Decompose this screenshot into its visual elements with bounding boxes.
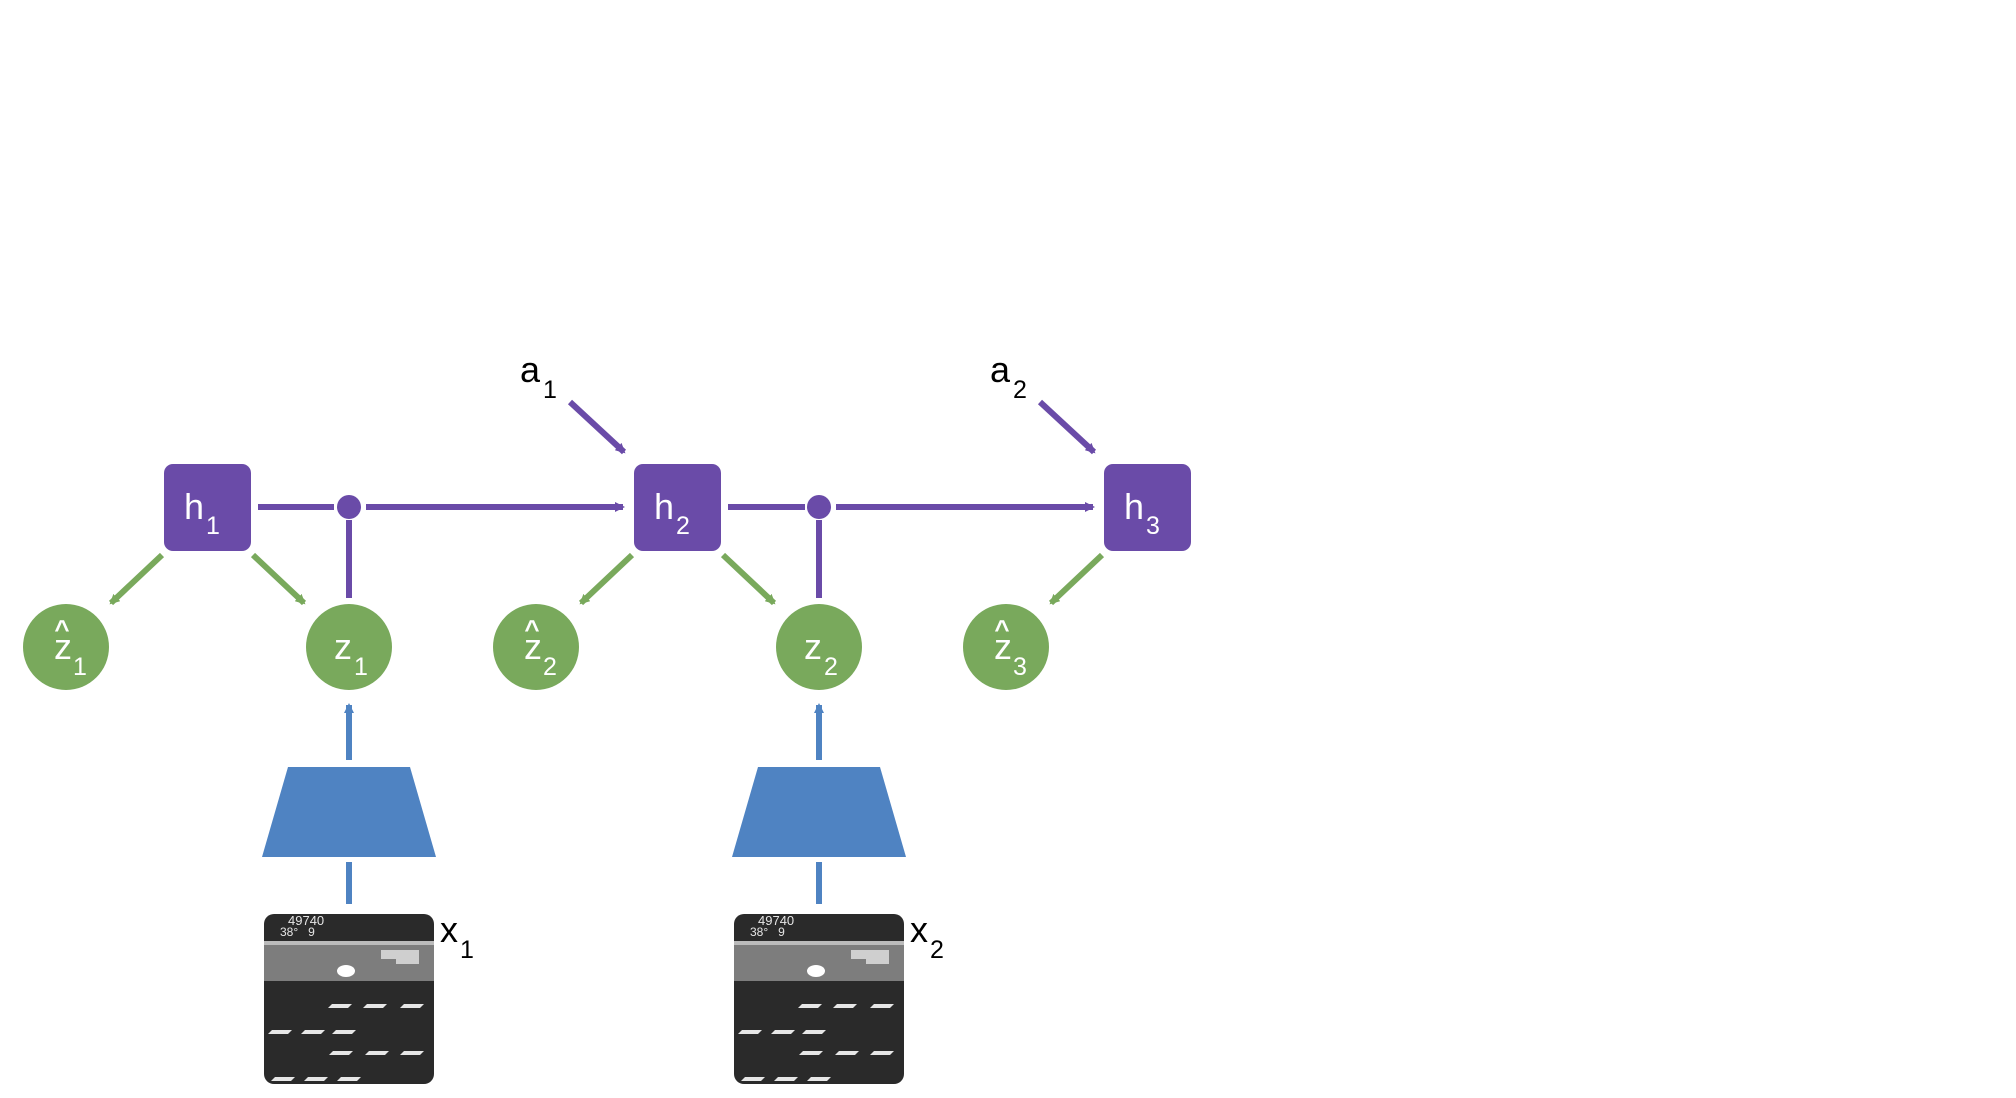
zhat1-label: z	[54, 626, 72, 667]
a1-to-h2-arrow	[567, 399, 627, 455]
h3-to-zhat3-arrow	[1048, 552, 1105, 606]
x1-polar-bear-icon	[337, 965, 355, 977]
a2-subscript: 2	[1013, 376, 1027, 404]
h2-label: h	[654, 486, 674, 527]
recurrent-connections	[258, 399, 1097, 598]
encoder-1	[262, 767, 436, 857]
x1-score: 49740	[288, 913, 324, 928]
x1-subscript: 1	[460, 936, 474, 964]
prediction-node-zhat2: ^ z 2	[493, 604, 579, 690]
junction-dot-2	[807, 495, 831, 519]
h1-to-z1-arrow	[250, 552, 307, 606]
observation-frame-x2: 49740 38° 9 x 2	[734, 909, 944, 1084]
h2-to-zhat2-arrow	[578, 552, 635, 606]
h1-subscript: 1	[206, 512, 220, 540]
a1-label: a	[520, 349, 541, 390]
encoder-2	[732, 767, 906, 857]
a1-subscript: 1	[543, 376, 557, 404]
h2-subscript: 2	[676, 512, 690, 540]
observation-frame-x1: 49740 38° 9 x 1	[264, 909, 474, 1084]
z2-label: z	[804, 626, 822, 667]
x2-polar-bear-icon	[807, 965, 825, 977]
hidden-state-h2: h 2	[634, 464, 721, 551]
h3-subscript: 3	[1146, 512, 1160, 540]
z1-label: z	[334, 626, 352, 667]
z2-subscript: 2	[824, 653, 838, 681]
zhat3-label: z	[994, 626, 1012, 667]
x2-ice-floes	[738, 1004, 894, 1081]
x2-label: x	[910, 909, 928, 950]
x1-ice-floes	[268, 1004, 424, 1081]
a2-to-h3-arrow	[1037, 399, 1097, 455]
hidden-state-h3: h 3	[1104, 464, 1191, 551]
action-a1: a 1	[520, 349, 557, 404]
zhat2-hat: ^	[524, 614, 539, 644]
h1-label: h	[184, 486, 204, 527]
z1-subscript: 1	[354, 653, 368, 681]
x2-subscript: 2	[930, 936, 944, 964]
zhat1-hat: ^	[54, 614, 69, 644]
zhat3-subscript: 3	[1013, 653, 1027, 681]
zhat3-hat: ^	[994, 614, 1009, 644]
h1-to-zhat1-arrow	[108, 552, 165, 606]
a2-label: a	[990, 349, 1011, 390]
prediction-arrows	[108, 552, 1105, 606]
junction-dot-1	[337, 495, 361, 519]
encoder-arrows	[344, 703, 824, 904]
x1-label: x	[440, 909, 458, 950]
hidden-state-h1: h 1	[164, 464, 251, 551]
action-a2: a 2	[990, 349, 1027, 404]
h2-to-z2-arrow	[720, 552, 777, 606]
latent-node-z1: z 1	[306, 604, 392, 690]
prediction-node-zhat1: ^ z 1	[23, 604, 109, 690]
x2-score: 49740	[758, 913, 794, 928]
zhat2-subscript: 2	[543, 653, 557, 681]
prediction-node-zhat3: ^ z 3	[963, 604, 1049, 690]
zhat1-subscript: 1	[73, 653, 87, 681]
x2-status: 38° 9	[750, 925, 785, 939]
zhat2-label: z	[524, 626, 542, 667]
h3-label: h	[1124, 486, 1144, 527]
x1-status: 38° 9	[280, 925, 315, 939]
latent-node-z2: z 2	[776, 604, 862, 690]
